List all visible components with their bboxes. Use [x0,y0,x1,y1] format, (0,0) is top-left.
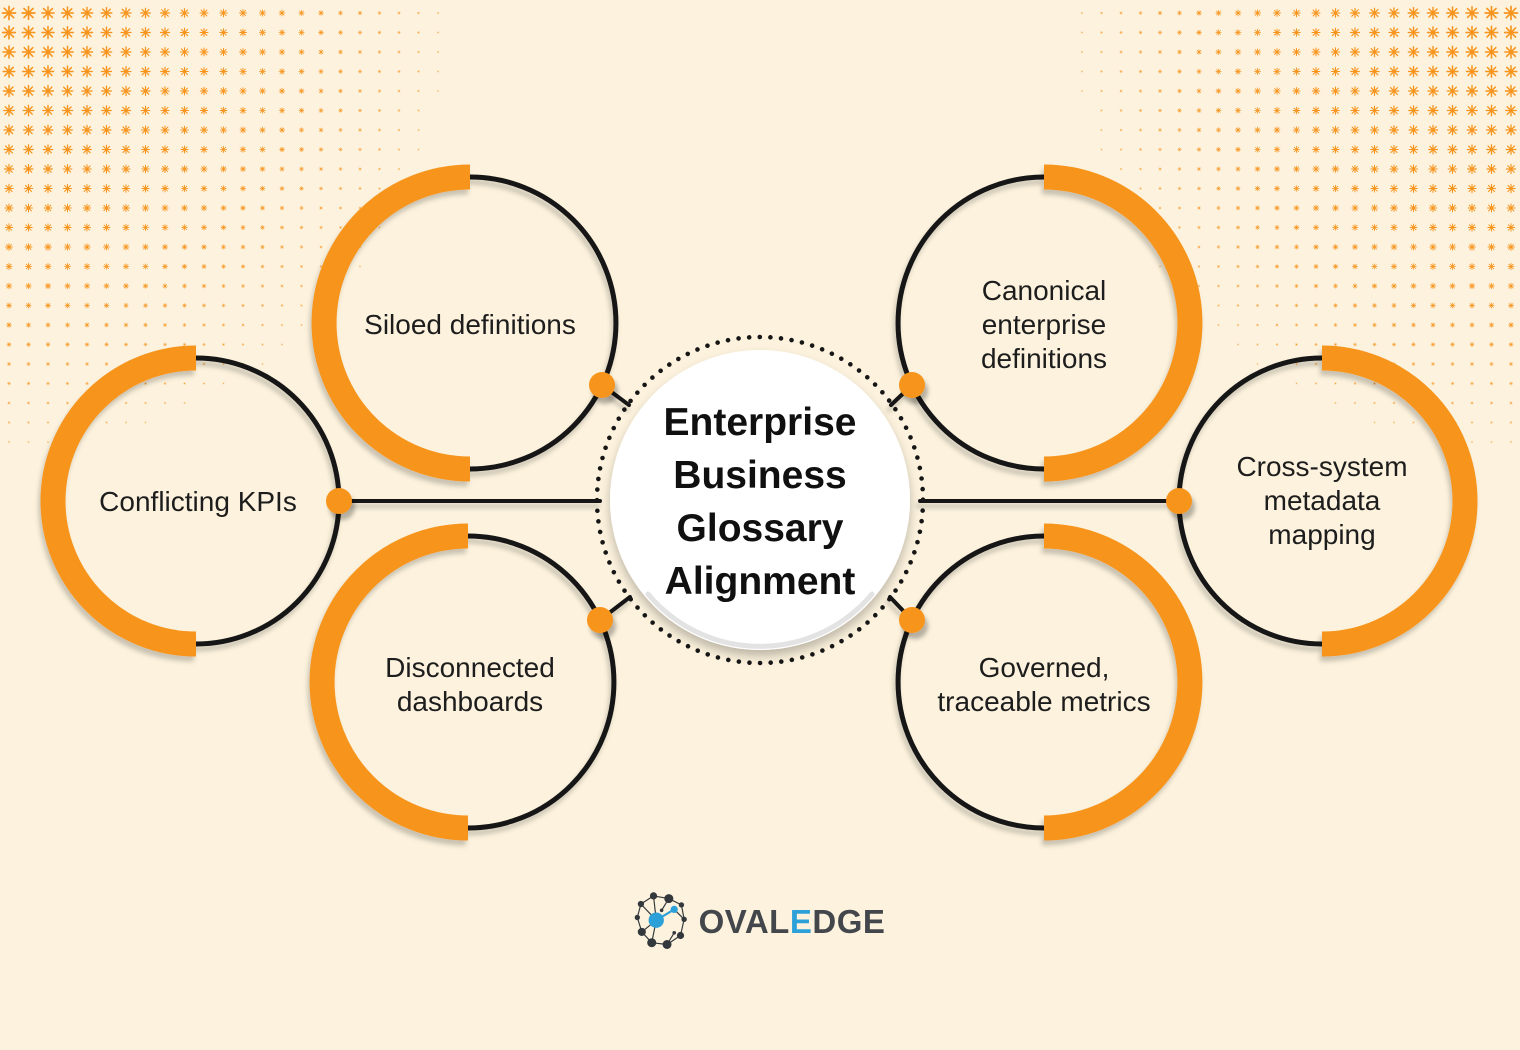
satellite-label-canonical-enterprise-definitions: Canonical enterprise definitions [981,274,1107,376]
satellite-label-siloed-definitions: Siloed definitions [364,308,576,342]
connector-dot-left [326,488,352,514]
label-line: Siloed definitions [364,309,576,340]
label-line: Cross-system [1236,451,1408,482]
hub-title-line: Alignment [664,560,856,603]
hub-inner-shade [645,591,875,649]
label-line: mapping [1268,519,1376,550]
satellite-label-conflicting-kpis: Conflicting KPIs [99,485,297,519]
hub-dotted-ring [594,334,926,666]
label-line: dashboards [396,686,544,717]
satellite-label-governed-traceable-metrics: Governed, traceable metrics [937,651,1150,719]
satellite-ring-governed-traceable-metrics [895,523,1203,841]
hub-title: Enterprise Business Glossary Alignment [664,396,857,608]
label-line: Disconnected [385,652,555,683]
label-line: enterprise [981,309,1107,340]
connector-dot-top-left [589,372,615,398]
label-line: Conflicting KPIs [99,486,297,517]
satellite-ring-canonical-enterprise-definitions [895,164,1203,482]
logo-accent-letter: E [789,903,813,940]
connector-dot-bottom-right [899,607,925,633]
connector-dots [326,372,1192,633]
satellite-label-disconnected-dashboards: Disconnected dashboards [385,651,555,719]
hub-title-line: Glossary [676,507,844,550]
label-line: Canonical [981,275,1107,306]
label-line: metadata [1263,485,1381,516]
logo-prefix: Oval [698,903,790,940]
satellite-label-cross-system-metadata-mapping: Cross-system metadata mapping [1236,450,1407,552]
connector-dot-top-right [899,372,925,398]
ovaledge-logo-text: OvalEdge [699,903,886,941]
network-graph-icon [634,892,687,949]
ovaledge-logo: OvalEdge [634,891,886,953]
hub-circle [610,350,910,650]
hub-group [594,334,926,666]
connector-dot-right [1166,488,1192,514]
label-line: Governed, [978,652,1110,683]
label-line: traceable metrics [937,686,1151,717]
logo-suffix: dge [812,903,886,940]
satellite-ring-siloed-definitions [311,164,619,482]
satellite-ring-disconnected-dashboards [309,523,617,841]
connector-dot-bottom-left [587,607,613,633]
hub-title-line: Business [673,454,847,497]
label-line: definitions [980,343,1108,374]
hub-title-line: Enterprise [663,401,857,444]
